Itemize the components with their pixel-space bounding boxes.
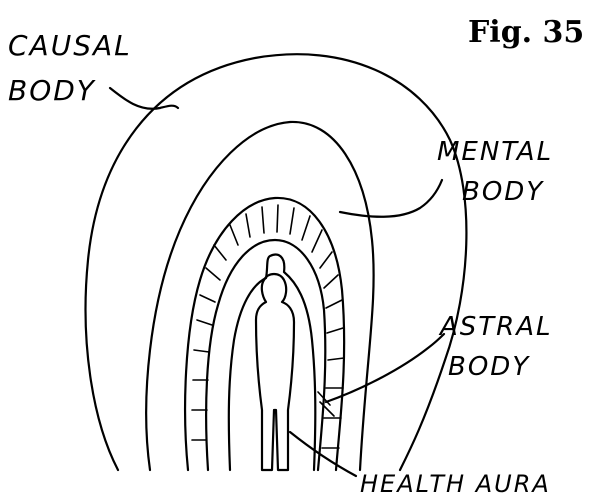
astral-label-line1: ASTRAL (438, 312, 553, 342)
causal-label-line2: BODY (8, 74, 96, 107)
astral-label-line2: BODY (448, 352, 530, 382)
mental-label-line2: BODY (462, 177, 544, 207)
mental-label-line1: MENTAL (437, 137, 553, 167)
astral-body-outer (185, 198, 344, 470)
causal-label-line1: CAUSAL (8, 29, 132, 62)
mental-pointer (340, 180, 442, 217)
causal-body-oval (86, 54, 467, 470)
figure-label: Fig. 35 (468, 15, 584, 50)
health-pointer (290, 432, 356, 476)
causal-pointer (110, 88, 178, 109)
health-label: HEALTH AURA (360, 470, 551, 498)
human-figure (256, 274, 294, 470)
